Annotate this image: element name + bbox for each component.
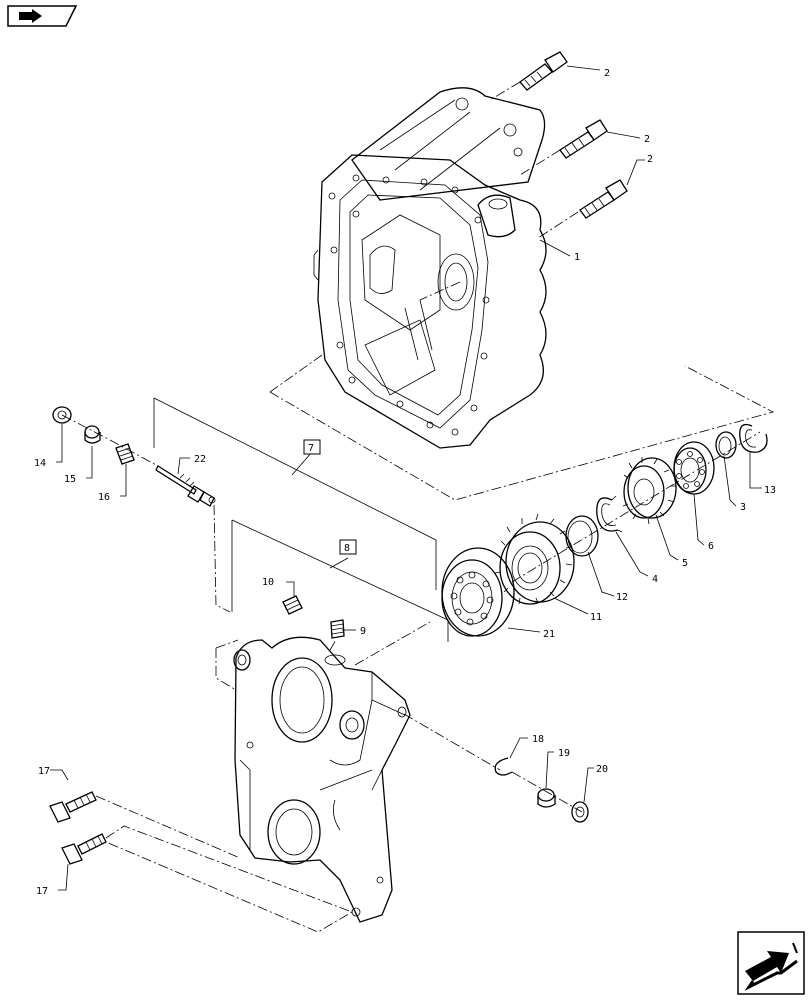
next-button[interactable] — [737, 931, 805, 995]
circlip-4 — [596, 495, 623, 533]
callout-label: 9 — [360, 626, 366, 637]
callout-label: 12 — [616, 592, 628, 603]
back-button[interactable] — [6, 4, 78, 28]
kit-7-bracket — [153, 397, 437, 590]
callout-label: 17 — [38, 766, 50, 777]
shaft-22 — [155, 465, 216, 507]
callout-label: 17 — [36, 886, 48, 897]
kit-label-8: 8 — [344, 543, 350, 554]
callout-label: 3 — [740, 502, 746, 513]
bearing-6 — [673, 441, 715, 495]
kit-8-bracket — [231, 519, 449, 642]
gear-5 — [622, 457, 677, 525]
spring-16 — [115, 443, 135, 465]
callout-labels: 2 2 2 1 3 4 5 6 13 9 10 11 12 21 14 15 1… — [34, 68, 776, 897]
back-arrow-icon — [7, 5, 78, 27]
callout-label: 19 — [558, 748, 570, 759]
ring-14 — [52, 406, 72, 424]
ring-3 — [715, 431, 737, 459]
bolt-2-middle — [559, 119, 608, 159]
callout-label: 2 — [647, 154, 653, 165]
callout-label: 10 — [262, 577, 274, 588]
plug-15 — [84, 425, 101, 444]
callout-label: 4 — [652, 574, 658, 585]
callout-label: 2 — [644, 134, 650, 145]
bearing-21 — [441, 547, 515, 637]
gear-11 — [494, 513, 575, 605]
callout-label: 22 — [194, 454, 206, 465]
ring-13 — [739, 423, 768, 453]
assembly-guide-lines — [61, 81, 775, 933]
leader-lines — [50, 65, 762, 891]
callout-label: 5 — [682, 558, 688, 569]
callout-label: 15 — [64, 474, 76, 485]
callout-label: 20 — [596, 764, 608, 775]
forward-arrow-icon — [737, 931, 805, 995]
bolt-2-top — [519, 51, 568, 91]
spring-10 — [282, 595, 303, 615]
callout-label: 2 — [604, 68, 610, 79]
snap-ring-12 — [565, 515, 599, 557]
ring-20 — [571, 801, 589, 823]
bolt-2-lower — [579, 179, 628, 219]
callout-label: 6 — [708, 541, 714, 552]
callout-label: 11 — [590, 612, 602, 623]
bolt-17-lower — [61, 833, 107, 865]
callout-label: 21 — [543, 629, 555, 640]
bolt-17-upper — [49, 791, 97, 823]
callout-label: 14 — [34, 458, 46, 469]
callout-label: 13 — [764, 485, 776, 496]
kit-label-7: 7 — [308, 443, 314, 454]
callout-label: 18 — [532, 734, 544, 745]
plug-19 — [537, 788, 556, 808]
snap-ring-18 — [494, 757, 513, 776]
callout-label: 1 — [574, 252, 580, 263]
spring-9 — [330, 619, 345, 639]
callout-label: 16 — [98, 492, 110, 503]
gearbox-housing — [313, 87, 547, 449]
gearbox-cover — [233, 636, 411, 923]
